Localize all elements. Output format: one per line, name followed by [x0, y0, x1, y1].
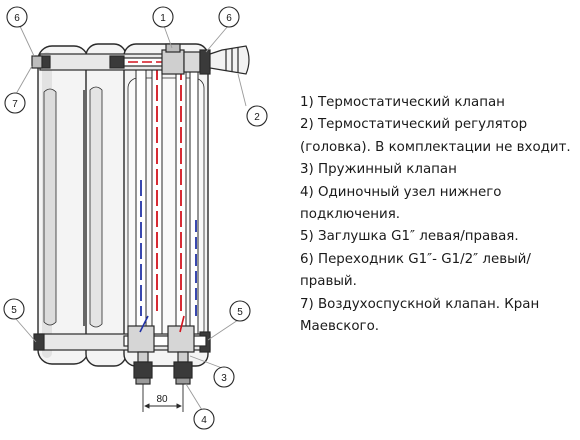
legend-line: 3) Пружинный клапан	[300, 162, 457, 178]
callout-3: 3	[213, 366, 235, 388]
air-vent-valve	[31, 55, 43, 69]
flow-lines	[140, 64, 197, 316]
callout-7: 7	[4, 92, 26, 114]
callout-5-right: 5	[229, 300, 251, 322]
component-legend: 1) Термостатический клапан 2) Термостати…	[300, 92, 578, 338]
legend-line: правый.	[300, 274, 357, 290]
radiator-section-left	[37, 45, 89, 365]
thermostatic-head	[209, 45, 250, 75]
svg-text:6: 6	[226, 13, 232, 24]
svg-text:3: 3	[221, 373, 227, 384]
svg-text:5: 5	[11, 305, 17, 316]
callout-1: 1	[152, 6, 174, 28]
legend-line: 7) Воздухоспускной клапан. Кран	[300, 296, 540, 312]
legend-line: 5) Заглушка G1″ левая/правая.	[300, 229, 519, 245]
svg-text:7: 7	[12, 99, 18, 110]
legend-line: 1) Термостатический клапан	[300, 95, 505, 110]
svg-text:5: 5	[237, 307, 243, 318]
legend-line: 4) Одиночный узел нижнего	[300, 184, 502, 200]
adapter-top-right	[199, 49, 211, 75]
bottom-connection-unit	[127, 315, 195, 385]
legend-line: 2) Термостатический регулятор	[300, 117, 528, 133]
legend-line: 6) Переходник G1″- G1/2″ левый/	[300, 251, 531, 267]
svg-text:1: 1	[160, 13, 166, 24]
dimension-label: 80	[156, 394, 168, 405]
svg-text:4: 4	[201, 415, 207, 426]
svg-text:2: 2	[254, 112, 260, 123]
radiator-section-middle	[85, 43, 127, 367]
callout-6-top: 6	[218, 6, 240, 28]
callout-2: 2	[246, 105, 268, 127]
legend-line: Маевского.	[300, 319, 380, 335]
radiator-section-cutaway	[123, 43, 209, 367]
callout-6-left: 6	[6, 6, 28, 28]
svg-text:6: 6	[14, 13, 20, 24]
leader-lines	[15, 23, 247, 411]
legend-line: подключения.	[300, 207, 401, 223]
callout-4: 4	[193, 408, 215, 430]
legend-line: (головка). В комплектации не входит.	[300, 139, 571, 155]
dimension-80	[142, 384, 184, 412]
callout-5-left: 5	[3, 298, 25, 320]
